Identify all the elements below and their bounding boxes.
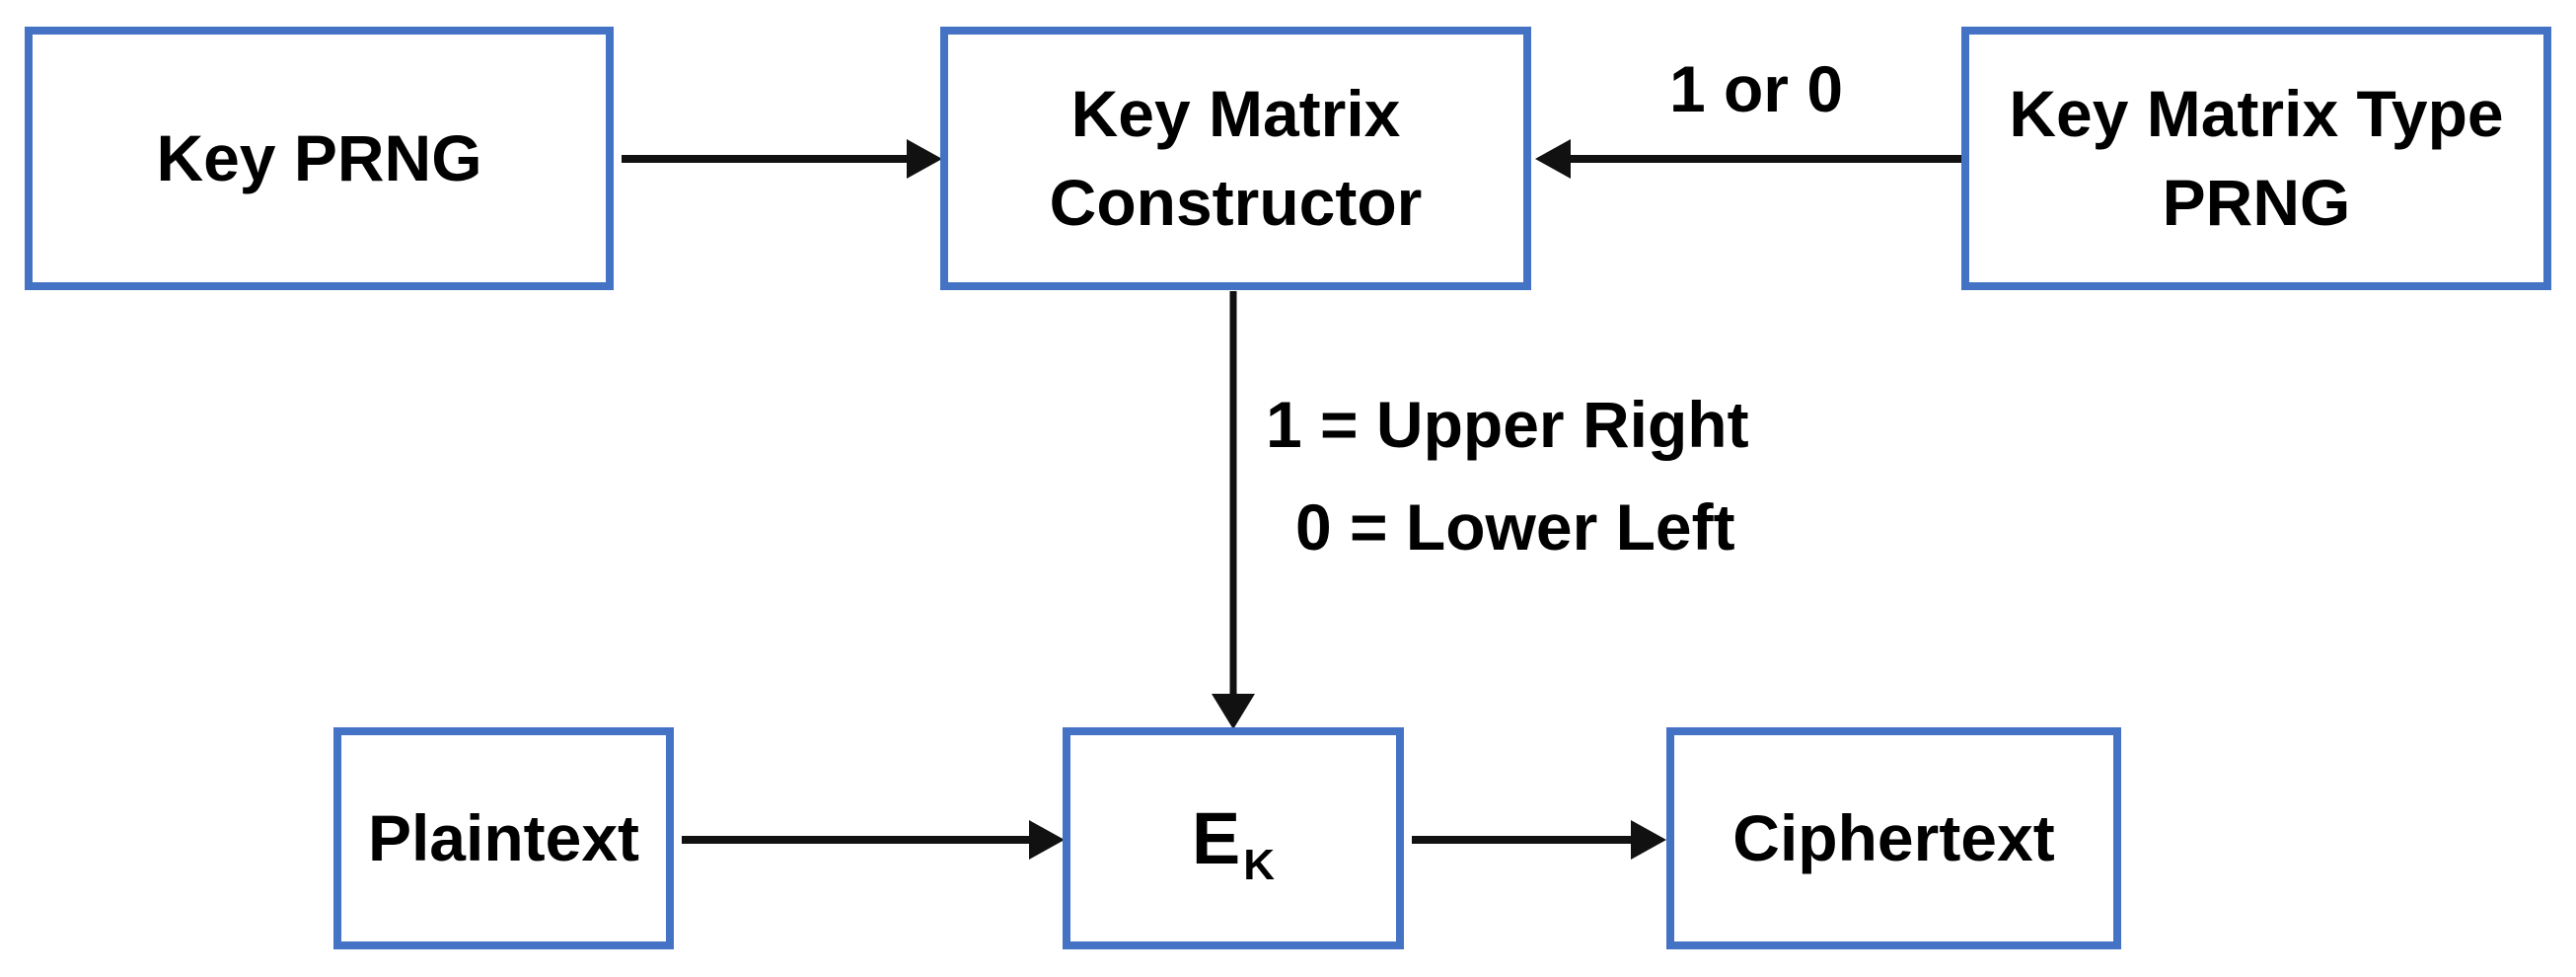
arrow-constructor-to-ek: [1212, 291, 1255, 729]
node-key-prng-label: Key PRNG: [156, 120, 482, 194]
node-encryption-function-label: EK: [1191, 796, 1275, 889]
node-key-matrix-type-prng: Key Matrix Type PRNG: [1961, 27, 2551, 290]
arrow-head: [1029, 820, 1065, 860]
annotation-lower-left-rule: 0 = Lower Left: [1295, 490, 1735, 564]
node-key-matrix-type-prng-label: Key Matrix Type PRNG: [2009, 77, 2504, 239]
node-ciphertext: Ciphertext: [1666, 727, 2121, 949]
node-ciphertext-label: Ciphertext: [1732, 800, 2055, 874]
node-key-matrix-constructor-label: Key Matrix Constructor: [1049, 77, 1423, 239]
encryption-function-symbol: E: [1191, 797, 1241, 879]
encryption-function-key-subscript: K: [1243, 841, 1276, 889]
arrow-ek-to-ciphertext: [1412, 820, 1666, 860]
arrow-head: [1535, 139, 1571, 179]
annotation-upper-right-rule: 1 = Upper Right: [1266, 388, 1749, 461]
node-encryption-function: EK: [1063, 727, 1404, 949]
arrow-typeprng-to-constructor: [1535, 139, 1961, 179]
node-key-matrix-constructor: Key Matrix Constructor: [940, 27, 1531, 290]
arrow-plaintext-to-ek: [682, 820, 1065, 860]
arrow-head: [1212, 694, 1255, 729]
node-key-prng: Key PRNG: [25, 27, 614, 290]
arrow-keyprng-to-constructor: [622, 139, 942, 179]
annotation-type-bit: 1 or 0: [1668, 52, 1844, 125]
node-plaintext: Plaintext: [333, 727, 674, 949]
arrow-head: [907, 139, 942, 179]
node-plaintext-label: Plaintext: [367, 800, 640, 874]
arrow-head: [1631, 820, 1666, 860]
